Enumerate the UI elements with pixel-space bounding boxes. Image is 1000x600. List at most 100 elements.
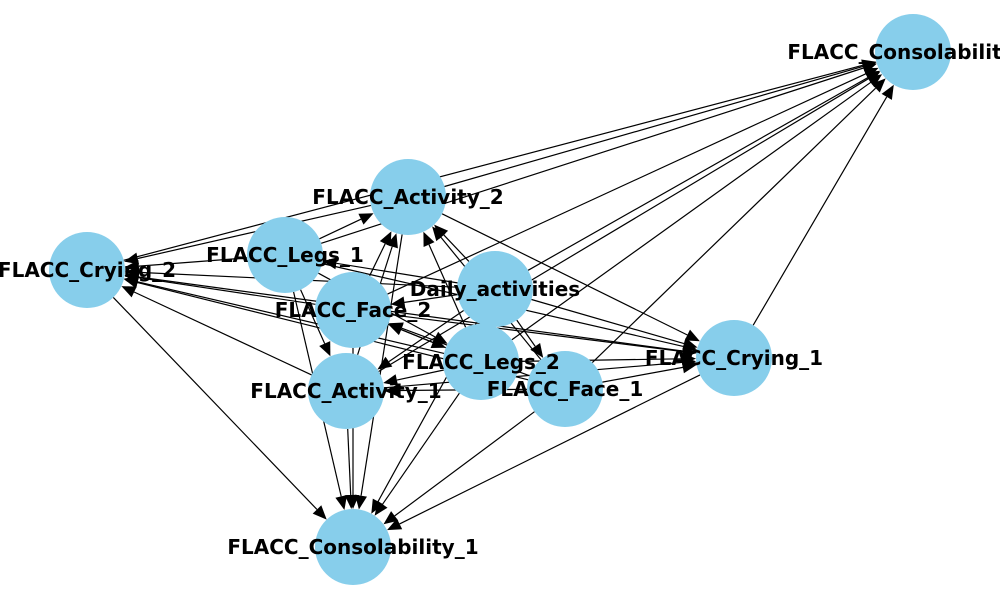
edge-line (300, 289, 326, 344)
edge-daily-activities-to-flacc-activity-2 (434, 224, 470, 262)
edge-flacc-legs-1-to-flacc-activity-2 (319, 213, 374, 240)
edge-daily-activities-to-flacc-face-1 (516, 319, 544, 358)
edge-line (138, 276, 697, 354)
edge-line (133, 291, 312, 376)
edge-line (369, 243, 386, 277)
edge-flacc-legs-2-to-flacc-crying-2 (124, 276, 445, 354)
arrow-head-icon (387, 518, 403, 531)
arrow-head-icon (383, 374, 399, 386)
node-label-flacc-consolability-1: FLACC_Consolability_1 (227, 535, 478, 559)
edge-flacc-legs-2-to-flacc-activity-1 (383, 369, 444, 386)
edge-flacc-activity-2-to-flacc-crying-1 (441, 213, 700, 342)
edge-line (390, 314, 683, 353)
node-flacc-crying-2 (49, 232, 125, 308)
node-label-daily-activities: Daily_activities (410, 277, 580, 301)
arrow-head-icon (684, 329, 700, 342)
edge-daily-activities-to-flacc-consolability-2 (527, 70, 880, 271)
arrow-head-icon (867, 74, 883, 88)
node-flacc-legs-2 (443, 324, 519, 400)
edge-flacc-crying-2-to-flacc-consolability-1 (112, 296, 327, 520)
node-label-flacc-legs-2: FLACC_Legs_2 (402, 350, 560, 374)
edge-line (516, 319, 536, 347)
node-label-flacc-activity-1: FLACC_Activity_1 (250, 379, 441, 403)
edge-flacc-activity-2-to-flacc-consolability-2 (444, 60, 877, 188)
node-flacc-face-1 (527, 351, 603, 427)
arrow-head-icon (322, 257, 338, 270)
edge-line (382, 392, 460, 505)
arrow-head-icon (124, 276, 139, 288)
edge-flacc-legs-1-to-flacc-activity-1 (300, 289, 331, 357)
arrow-head-icon (430, 336, 446, 348)
labels-layer: FLACC_Consolability_2FLACC_Activity_2FLA… (0, 40, 1000, 559)
edge-line (137, 204, 372, 260)
arrow-head-icon (871, 78, 886, 93)
node-label-flacc-activity-2: FLACC_Activity_2 (312, 185, 503, 209)
edge-line (319, 218, 362, 240)
arrow-head-icon (335, 495, 347, 510)
node-flacc-crying-1 (696, 320, 772, 396)
arrow-head-icon (423, 231, 435, 247)
arrow-head-icon (383, 511, 399, 525)
node-label-flacc-legs-1: FLACC_Legs_1 (206, 243, 364, 267)
edge-line (444, 65, 864, 188)
node-daily-activities (457, 251, 533, 327)
arrow-head-icon (358, 213, 374, 225)
edge-flacc-legs-2-to-flacc-consolability-2 (511, 74, 883, 341)
arrow-head-icon (434, 224, 449, 239)
edge-line (428, 244, 467, 328)
arrow-head-icon (121, 286, 137, 298)
edge-line (400, 329, 447, 349)
nodes-layer (49, 14, 951, 585)
node-label-flacc-face-1: FLACC_Face_1 (487, 377, 644, 401)
node-label-flacc-crying-1: FLACC_Crying_1 (645, 346, 823, 370)
edge-line (123, 64, 863, 261)
edge-line (396, 369, 444, 381)
edge-line (387, 73, 867, 295)
edge-flacc-face-2-to-flacc-consolability-2 (387, 67, 879, 295)
node-flacc-consolability-2 (875, 14, 951, 90)
edge-flacc-face-1-to-flacc-consolability-1 (383, 411, 535, 525)
edge-line (443, 234, 470, 262)
arrow-head-icon (682, 337, 698, 350)
arrow-head-icon (384, 384, 399, 397)
edge-line (752, 96, 888, 326)
arrow-head-icon (312, 505, 327, 520)
edge-line (378, 78, 869, 373)
node-flacc-activity-2 (370, 159, 446, 235)
node-flacc-activity-1 (308, 353, 384, 429)
node-flacc-face-2 (315, 272, 391, 348)
arrow-head-icon (374, 500, 388, 516)
arrow-head-icon (863, 67, 879, 80)
edge-line (602, 366, 684, 383)
arrow-head-icon (347, 495, 359, 509)
arrow-head-icon (355, 494, 367, 510)
edge-flacc-legs-2-to-flacc-face-2 (388, 324, 447, 349)
node-label-flacc-face-2: FLACC_Face_2 (275, 298, 432, 322)
edge-daily-activities-to-flacc-face-2 (390, 294, 458, 309)
edge-flacc-legs-2-to-flacc-consolability-1 (374, 392, 460, 516)
edge-flacc-legs-2-to-flacc-activity-2 (423, 231, 467, 328)
edge-flacc-activity-2-to-flacc-consolability-1 (355, 234, 403, 510)
edge-flacc-crying-1-to-flacc-consolability-2 (752, 84, 894, 326)
edge-line (388, 310, 464, 363)
edge-line (399, 374, 701, 525)
arrow-head-icon (388, 324, 404, 336)
edge-flacc-crying-2-to-flacc-consolability-2 (123, 59, 877, 261)
node-label-flacc-crying-2: FLACC_Crying_2 (0, 258, 176, 282)
edge-flacc-crying-1-to-flacc-consolability-1 (387, 374, 701, 531)
edge-line (336, 262, 458, 284)
arrow-head-icon (881, 84, 894, 100)
node-flacc-consolability-1 (315, 509, 391, 585)
edge-line (394, 411, 535, 517)
arrow-head-icon (377, 356, 393, 370)
edge-flacc-face-1-to-flacc-consolability-2 (591, 78, 886, 364)
arrow-head-icon (319, 341, 331, 357)
edge-line (591, 87, 877, 364)
edge-flacc-activity-1-to-flacc-crying-2 (121, 286, 312, 376)
arrow-head-icon (681, 352, 696, 365)
edge-line (527, 77, 869, 271)
edge-line (511, 81, 872, 341)
node-flacc-legs-1 (247, 217, 323, 293)
node-label-flacc-consolability-2: FLACC_Consolability_2 (787, 40, 1000, 64)
